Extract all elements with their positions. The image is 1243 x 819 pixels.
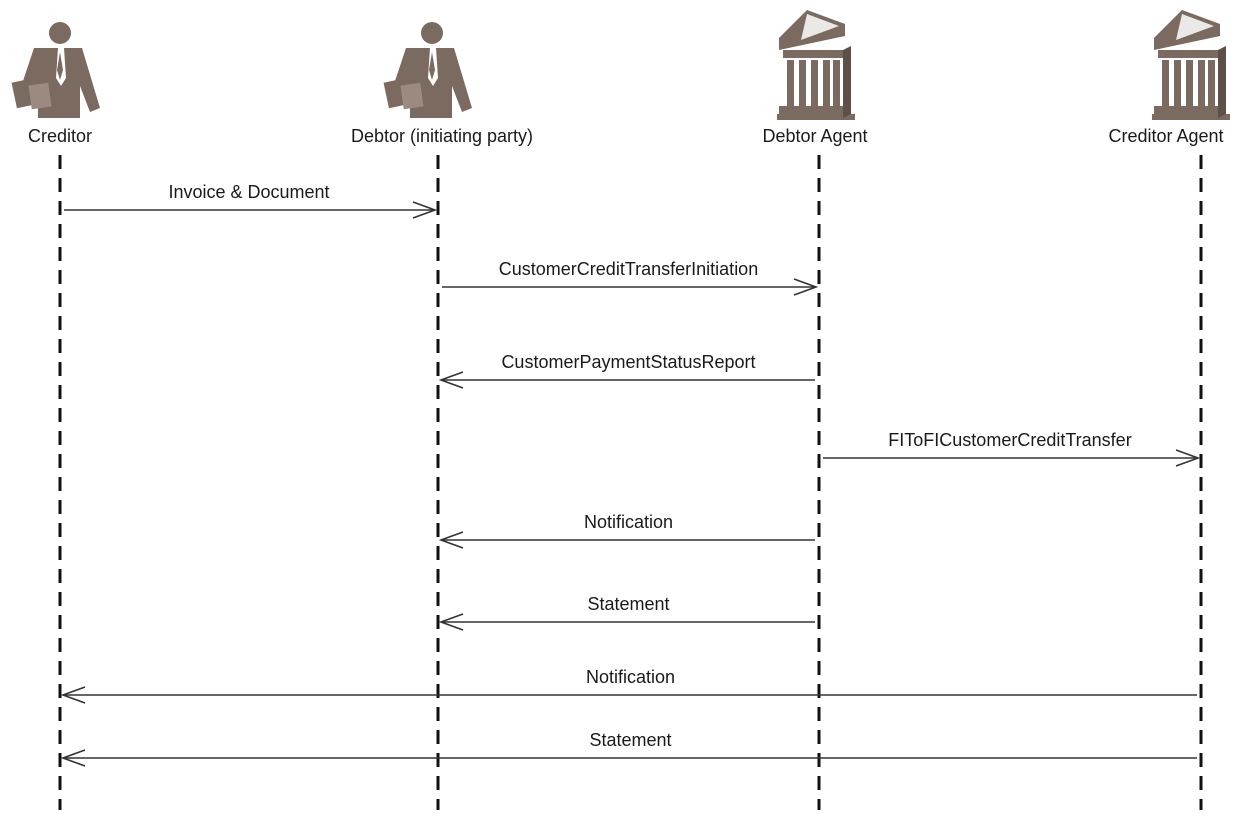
arrowhead-icon [438, 371, 464, 389]
arrowhead-icon [1175, 449, 1201, 467]
businessman-icon [383, 22, 472, 118]
lifelines [58, 155, 1203, 810]
message-label: Statement [587, 594, 669, 614]
bank-building-icon [1152, 10, 1230, 120]
message-arrow: CustomerCreditTransferInitiation [442, 259, 819, 296]
message-label: Statement [589, 730, 671, 750]
message-arrow: FIToFICustomerCreditTransfer [823, 430, 1201, 467]
arrowhead-icon [412, 201, 438, 219]
message-arrow: Notification [438, 512, 815, 549]
arrowhead-icon [60, 749, 86, 767]
arrowhead-icon [793, 278, 819, 296]
message-label: CustomerCreditTransferInitiation [499, 259, 758, 279]
actor-label-debtor: Debtor (initiating party) [351, 126, 533, 146]
arrowhead-icon [438, 531, 464, 549]
arrowhead-icon [438, 613, 464, 631]
actor-label-creditor-agent: Creditor Agent [1108, 126, 1223, 146]
message-arrow: Invoice & Document [64, 182, 438, 219]
message-label: Invoice & Document [168, 182, 329, 202]
actor-icons [11, 10, 1230, 120]
bank-building-icon [777, 10, 855, 120]
message-arrow: Notification [60, 667, 1197, 704]
messages: Invoice & DocumentCustomerCreditTransfer… [60, 182, 1201, 767]
message-label: Notification [584, 512, 673, 532]
message-label: FIToFICustomerCreditTransfer [888, 430, 1131, 450]
message-arrow: CustomerPaymentStatusReport [438, 352, 815, 389]
actor-label-debtor-agent: Debtor Agent [762, 126, 867, 146]
arrowhead-icon [60, 686, 86, 704]
businessman-icon [11, 22, 100, 118]
message-label: Notification [586, 667, 675, 687]
message-label: CustomerPaymentStatusReport [501, 352, 755, 372]
actor-label-creditor: Creditor [28, 126, 92, 146]
message-arrow: Statement [438, 594, 815, 631]
message-arrow: Statement [60, 730, 1197, 767]
